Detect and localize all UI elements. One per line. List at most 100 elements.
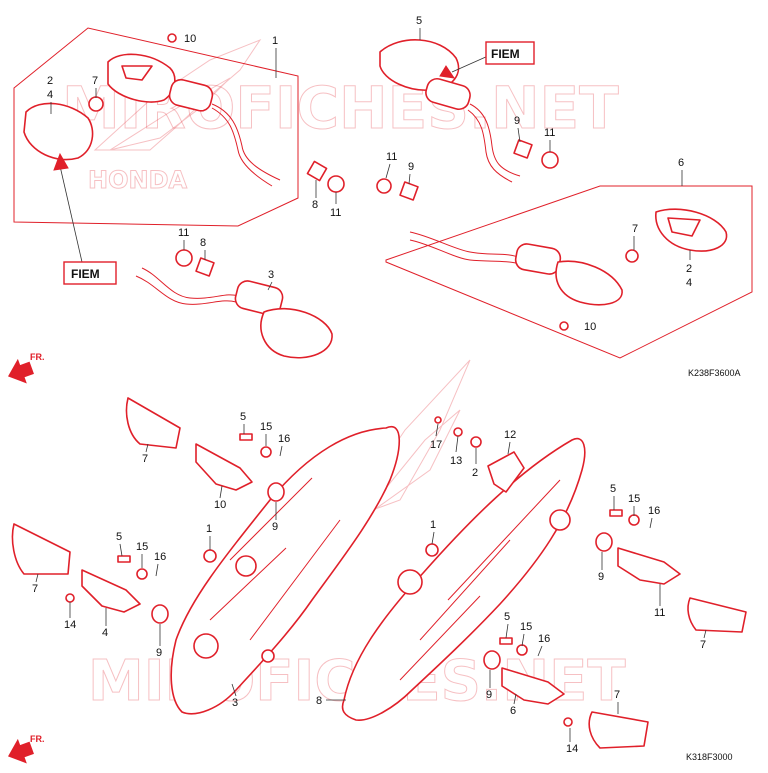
part-number-label-b16b: 16 bbox=[154, 551, 166, 563]
part-number-label-b14b: 14 bbox=[566, 743, 578, 755]
peg-holder-4 bbox=[81, 569, 141, 613]
fiem-callout-right: FIEM bbox=[439, 41, 535, 79]
part-number-label-b13: 13 bbox=[450, 455, 462, 467]
part-number-label-b2: 2 bbox=[472, 467, 478, 479]
lens-front-left bbox=[23, 102, 94, 161]
part-number-label-b4: 4 bbox=[102, 627, 108, 639]
footpeg-front-left bbox=[11, 523, 71, 575]
peg-holder-11 bbox=[617, 547, 681, 585]
part-number-label-b3: 3 bbox=[232, 697, 238, 709]
part-number-label-b1b: 1 bbox=[430, 519, 436, 531]
fiem-callout-left: FIEM bbox=[53, 152, 117, 285]
leader-line bbox=[119, 543, 123, 557]
part-number-label-b6: 6 bbox=[510, 705, 516, 717]
turn-signal-front-right bbox=[379, 39, 521, 183]
svg-text:FIEM: FIEM bbox=[491, 47, 520, 61]
step-holder-left bbox=[170, 425, 401, 715]
part-number-label-b15c: 15 bbox=[628, 493, 640, 505]
leader-line bbox=[703, 629, 707, 639]
part-number-label-b9b: 9 bbox=[156, 647, 162, 659]
leader-line bbox=[267, 281, 273, 291]
part-number-label-b12: 12 bbox=[504, 429, 516, 441]
part-number-label-b15b: 15 bbox=[136, 541, 148, 553]
front-direction-marker-top: FR. bbox=[8, 352, 45, 384]
leader-line bbox=[279, 445, 283, 457]
leader-line bbox=[145, 443, 149, 453]
part-number-label-l9b: 9 bbox=[408, 161, 414, 173]
leader-line bbox=[517, 127, 521, 143]
turn-signal-rear-left bbox=[135, 267, 333, 359]
leader-line bbox=[513, 693, 517, 705]
part-number-label-l1: 1 bbox=[272, 35, 278, 47]
peg-holder-10 bbox=[195, 443, 253, 491]
step-holder-right bbox=[341, 437, 586, 721]
labels-bottom: 7 5 15 16 10 9 1 7 5 15 16 14 4 9 3 17 1… bbox=[32, 411, 707, 755]
part-number-label-l11c: 11 bbox=[178, 227, 189, 239]
part-number-label-l8c: 8 bbox=[200, 237, 206, 249]
part-number-label-b7d: 7 bbox=[614, 689, 620, 701]
part-number-label-l7: 7 bbox=[92, 75, 98, 87]
leader-line bbox=[155, 563, 159, 577]
svg-text:FR.: FR. bbox=[30, 734, 45, 744]
part-number-label-b9c: 9 bbox=[598, 571, 604, 583]
part-number-label-b5a: 5 bbox=[240, 411, 246, 423]
part-number-label-l10b: 10 bbox=[584, 321, 596, 333]
part-number-label-l7b: 7 bbox=[632, 223, 638, 235]
part-number-label-b17: 17 bbox=[430, 439, 442, 451]
step-holder-right-ribs bbox=[399, 479, 561, 681]
footpeg-rear-right bbox=[687, 597, 747, 633]
part-number-label-l8a: 8 bbox=[312, 199, 318, 211]
part-number-label-b10: 10 bbox=[214, 499, 226, 511]
part-number-label-b8: 8 bbox=[316, 695, 322, 707]
part-number-label-l5: 5 bbox=[416, 15, 422, 27]
part-number-label-l6: 6 bbox=[678, 157, 684, 169]
part-number-label-b11: 11 bbox=[654, 607, 665, 619]
part-number-label-l2: 2 bbox=[47, 75, 53, 87]
leader-line bbox=[507, 441, 511, 455]
leader-line bbox=[231, 683, 237, 697]
leader-line bbox=[408, 173, 411, 185]
part-number-label-b16d: 16 bbox=[538, 633, 550, 645]
front-direction-marker-bottom: FR. bbox=[8, 734, 45, 764]
leader-line bbox=[431, 531, 435, 545]
svg-text:FIEM: FIEM bbox=[71, 267, 100, 281]
leader-line bbox=[455, 435, 459, 453]
part-number-label-b5d: 5 bbox=[504, 611, 510, 623]
part-number-label-l10: 10 bbox=[184, 33, 196, 45]
leader-line bbox=[35, 573, 39, 583]
part-number-label-l4b: 4 bbox=[686, 277, 692, 289]
part-number-label-b1a: 1 bbox=[206, 523, 212, 535]
svg-text:FR.: FR. bbox=[30, 352, 45, 362]
part-number-label-b5b: 5 bbox=[116, 531, 122, 543]
footpeg-rear-left bbox=[125, 397, 181, 449]
turn-signal-rear-right bbox=[409, 208, 728, 306]
part-number-label-l3: 3 bbox=[268, 269, 274, 281]
part-number-label-b9d: 9 bbox=[486, 689, 492, 701]
part-number-label-b16a: 16 bbox=[278, 433, 290, 445]
part-number-label-l11b: 11 bbox=[386, 151, 397, 163]
part-number-label-b16c: 16 bbox=[648, 505, 660, 517]
part-number-label-l4: 4 bbox=[47, 89, 53, 101]
diagram-code-bottom: K318F3000 bbox=[686, 752, 733, 762]
peg-holder-6 bbox=[501, 667, 565, 705]
footpeg-front-right bbox=[588, 711, 649, 749]
watermark-emblem-text: HONDA bbox=[88, 166, 187, 194]
group-outline-6 bbox=[385, 185, 753, 359]
part-number-label-b15a: 15 bbox=[260, 421, 272, 433]
leader-line bbox=[385, 163, 391, 179]
part-number-label-l11a: 11 bbox=[330, 207, 341, 219]
part-number-label-b9a: 9 bbox=[272, 521, 278, 533]
leader-line bbox=[219, 485, 223, 499]
group-outline-1 bbox=[13, 27, 299, 227]
leader-line bbox=[537, 645, 543, 657]
leader-line bbox=[649, 517, 653, 529]
part-number-label-b14a: 14 bbox=[64, 619, 76, 631]
part-number-label-b7a: 7 bbox=[142, 453, 148, 465]
leader-line bbox=[521, 633, 525, 647]
bracket-plate bbox=[487, 451, 525, 493]
labels-top: 1 2 4 7 10 5 9 11 8 11 11 9 6 7 2 4 10 1… bbox=[47, 15, 692, 333]
leader-line bbox=[505, 623, 509, 639]
part-number-label-b7c: 7 bbox=[700, 639, 706, 651]
